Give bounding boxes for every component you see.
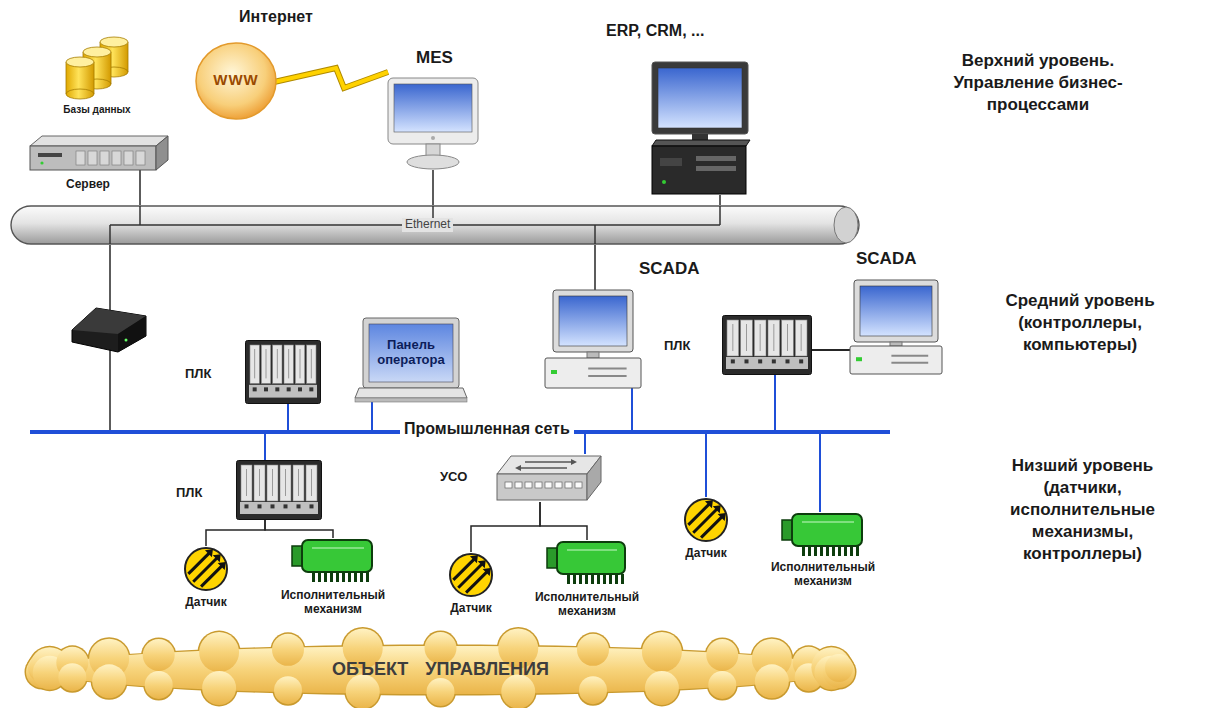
io-device: УСО xyxy=(495,454,603,502)
node-label: MES xyxy=(416,48,453,68)
node-label: Промышленная сеть xyxy=(400,420,574,438)
sensor-symbol: Датчик xyxy=(183,546,229,592)
network-line xyxy=(595,245,596,290)
network-line xyxy=(206,520,265,546)
node-label: ПЛК xyxy=(664,339,690,354)
node-label: ОБЪЕКТ УПРАВЛЕНИЯ xyxy=(18,659,863,680)
server-icon: Сервер xyxy=(30,136,168,170)
node-label: УСО xyxy=(440,470,467,485)
database-icon-drawing xyxy=(62,38,132,100)
wireless-link xyxy=(274,68,388,88)
node-label: Датчик xyxy=(685,547,726,561)
network-line xyxy=(471,502,540,552)
network-line xyxy=(265,520,333,538)
network-line xyxy=(706,434,707,497)
io-device-drawing xyxy=(495,454,603,502)
ethernet-bus: Ethernet xyxy=(10,205,860,245)
node-label: SCADA xyxy=(639,259,699,279)
node-label: Панель оператора xyxy=(371,338,451,368)
network-line xyxy=(372,402,373,430)
database-icon: Базы данных xyxy=(62,38,132,100)
network-line xyxy=(812,350,850,351)
node-label: Исполнительный механизм xyxy=(262,589,404,617)
node-label: ПЛК xyxy=(185,367,211,382)
node-label: ERP, CRM, ... xyxy=(606,22,704,40)
erp-computer-drawing xyxy=(650,62,750,195)
node-label: Ethernet xyxy=(402,218,453,232)
scada-computer: SCADA xyxy=(850,280,942,374)
scada-computer: SCADA xyxy=(545,290,641,388)
erp-computer: ERP, CRM, ... xyxy=(650,62,750,195)
server-icon-drawing xyxy=(30,136,168,170)
node-label: Интернет xyxy=(239,8,313,26)
internet-globe: ИнтернетWWW xyxy=(195,42,277,120)
scada-computer-drawing xyxy=(850,280,942,374)
node-label: Сервер xyxy=(66,178,110,192)
node-label: ПЛК xyxy=(176,486,202,501)
actuator-symbol-drawing xyxy=(780,512,866,556)
plc-rack-drawing xyxy=(236,460,322,520)
node-label: WWW xyxy=(195,71,277,88)
node-label: Датчик xyxy=(185,596,226,610)
sensor-symbol-drawing xyxy=(683,497,729,543)
mes-computer-drawing xyxy=(388,78,478,170)
node-label: Датчик xyxy=(450,602,491,616)
level-caption: Средний уровень (контроллеры, компьютеры… xyxy=(990,290,1170,356)
network-line xyxy=(632,388,633,430)
control-object-cloud: ОБЪЕКТ УПРАВЛЕНИЯ xyxy=(18,636,863,704)
plc-rack-drawing xyxy=(722,315,812,375)
operator-panel: Панель оператора xyxy=(355,318,467,402)
network-line xyxy=(265,434,266,460)
actuator-symbol: Исполнительный механизм xyxy=(780,512,866,556)
plc-rack: ПЛК xyxy=(245,340,321,404)
actuator-symbol: Исполнительный механизм xyxy=(545,540,629,586)
plc-rack: ПЛК xyxy=(722,315,812,375)
node-label: Исполнительный механизм xyxy=(516,591,658,619)
sensor-symbol-drawing xyxy=(183,546,229,592)
scada-computer-drawing xyxy=(545,290,641,388)
node-label: SCADA xyxy=(856,249,916,269)
plc-rack: ПЛК xyxy=(236,460,322,520)
network-line xyxy=(720,195,721,205)
network-line xyxy=(140,170,141,205)
sensor-symbol-drawing xyxy=(448,552,494,598)
network-line xyxy=(288,404,289,430)
level-caption: Низший уровень (датчики, исполнительные … xyxy=(1000,455,1165,565)
plc-rack-drawing xyxy=(245,340,321,404)
level-caption: Верхний уровень. Управление бизнес-проце… xyxy=(948,50,1128,116)
network-line xyxy=(540,502,587,540)
network-line xyxy=(775,375,776,430)
node-label: Базы данных xyxy=(63,104,130,116)
node-label: Исполнительный механизм xyxy=(752,561,894,589)
industrial-network: Промышленная сеть xyxy=(30,430,890,434)
network-line xyxy=(433,170,434,205)
sensor-symbol: Датчик xyxy=(683,497,729,543)
actuator-symbol: Исполнительный механизм xyxy=(290,538,376,584)
mes-computer: MES xyxy=(388,78,478,170)
sensor-symbol: Датчик xyxy=(448,552,494,598)
actuator-symbol-drawing xyxy=(545,540,629,586)
network-line xyxy=(585,434,586,454)
actuator-symbol-drawing xyxy=(290,538,376,584)
network-line xyxy=(820,434,821,512)
